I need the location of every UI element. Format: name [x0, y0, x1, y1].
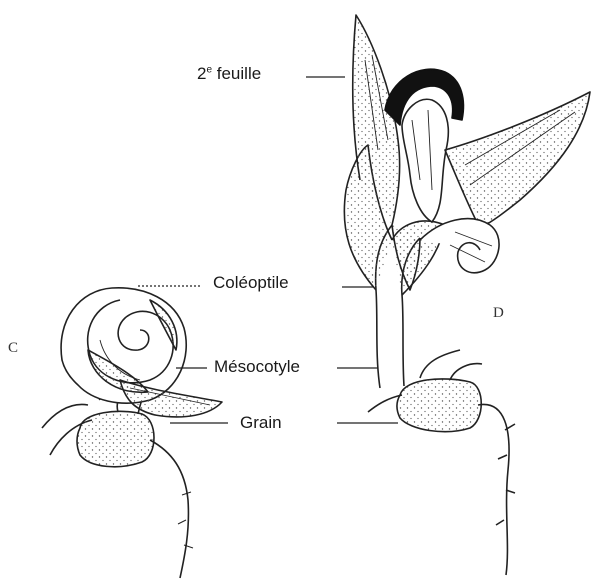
root-c-main: [150, 440, 188, 578]
seedling-c: [42, 288, 222, 578]
seedling-d: [344, 15, 590, 575]
root-d-top2: [450, 364, 482, 380]
label-second-leaf: 2e feuille: [197, 64, 261, 84]
panel-letter-c: C: [8, 340, 18, 357]
grain-d: [397, 379, 481, 432]
right-leaf: [445, 92, 590, 228]
panel-letter-d: D: [493, 305, 504, 322]
root-d-hair: [496, 424, 515, 525]
root-d-main: [478, 404, 509, 575]
label-mesocotyle: Mésocotyle: [214, 357, 300, 377]
label-coleoptile: Coléoptile: [213, 273, 289, 293]
label-grain: Grain: [240, 413, 282, 433]
grain-c: [77, 411, 154, 466]
